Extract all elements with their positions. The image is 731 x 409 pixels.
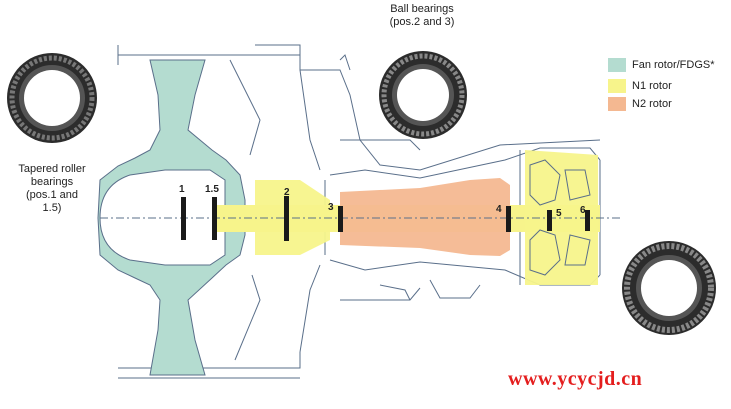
legend-item-n1: N1 rotor — [608, 79, 672, 93]
watermark: www.ycycjd.cn — [508, 368, 643, 390]
ball-bearing-icon — [379, 51, 467, 139]
turbine-disks — [529, 159, 591, 276]
bearing-marker-5 — [547, 210, 552, 231]
legend-swatch-n2 — [608, 97, 626, 111]
bearing-number-1: 1 — [179, 184, 185, 195]
bearing-marker-3 — [338, 206, 343, 232]
bearing-marker-2 — [284, 196, 289, 241]
legend-label-fan: Fan rotor/FDGS* — [632, 59, 715, 71]
bearing-number-5: 5 — [556, 208, 562, 219]
roller-bearing-icon — [622, 241, 716, 335]
bearing-number-4: 4 — [496, 204, 502, 215]
legend-item-fan: Fan rotor/FDGS* — [608, 58, 715, 72]
bearing-number-2: 2 — [284, 187, 290, 198]
bearing-number-3: 3 — [328, 202, 334, 213]
tapered-bearing-label: Tapered roller bearings (pos.1 and 1.5) — [18, 163, 86, 214]
bearing-number-1-5: 1.5 — [205, 184, 219, 195]
tapered-roller-bearing-icon — [7, 53, 97, 143]
n2-rotor-region — [340, 178, 510, 256]
legend-label-n2: N2 rotor — [632, 98, 672, 110]
bearing-number-6: 6 — [580, 205, 586, 216]
bearing-marker-6 — [585, 210, 590, 231]
legend-label-n1: N1 rotor — [632, 80, 672, 92]
bearing-markers — [181, 196, 590, 241]
bearing-marker-1 — [181, 197, 186, 240]
ball-bearing-label: Ball bearings (pos.2 and 3) — [389, 3, 455, 28]
n1-turbine-region — [525, 150, 598, 285]
legend-swatch-n1 — [608, 79, 626, 93]
legend-item-n2: N2 rotor — [608, 97, 672, 111]
bearing-marker-1-5 — [212, 197, 217, 240]
bearing-marker-4 — [506, 206, 511, 232]
legend-swatch-fan — [608, 58, 626, 72]
